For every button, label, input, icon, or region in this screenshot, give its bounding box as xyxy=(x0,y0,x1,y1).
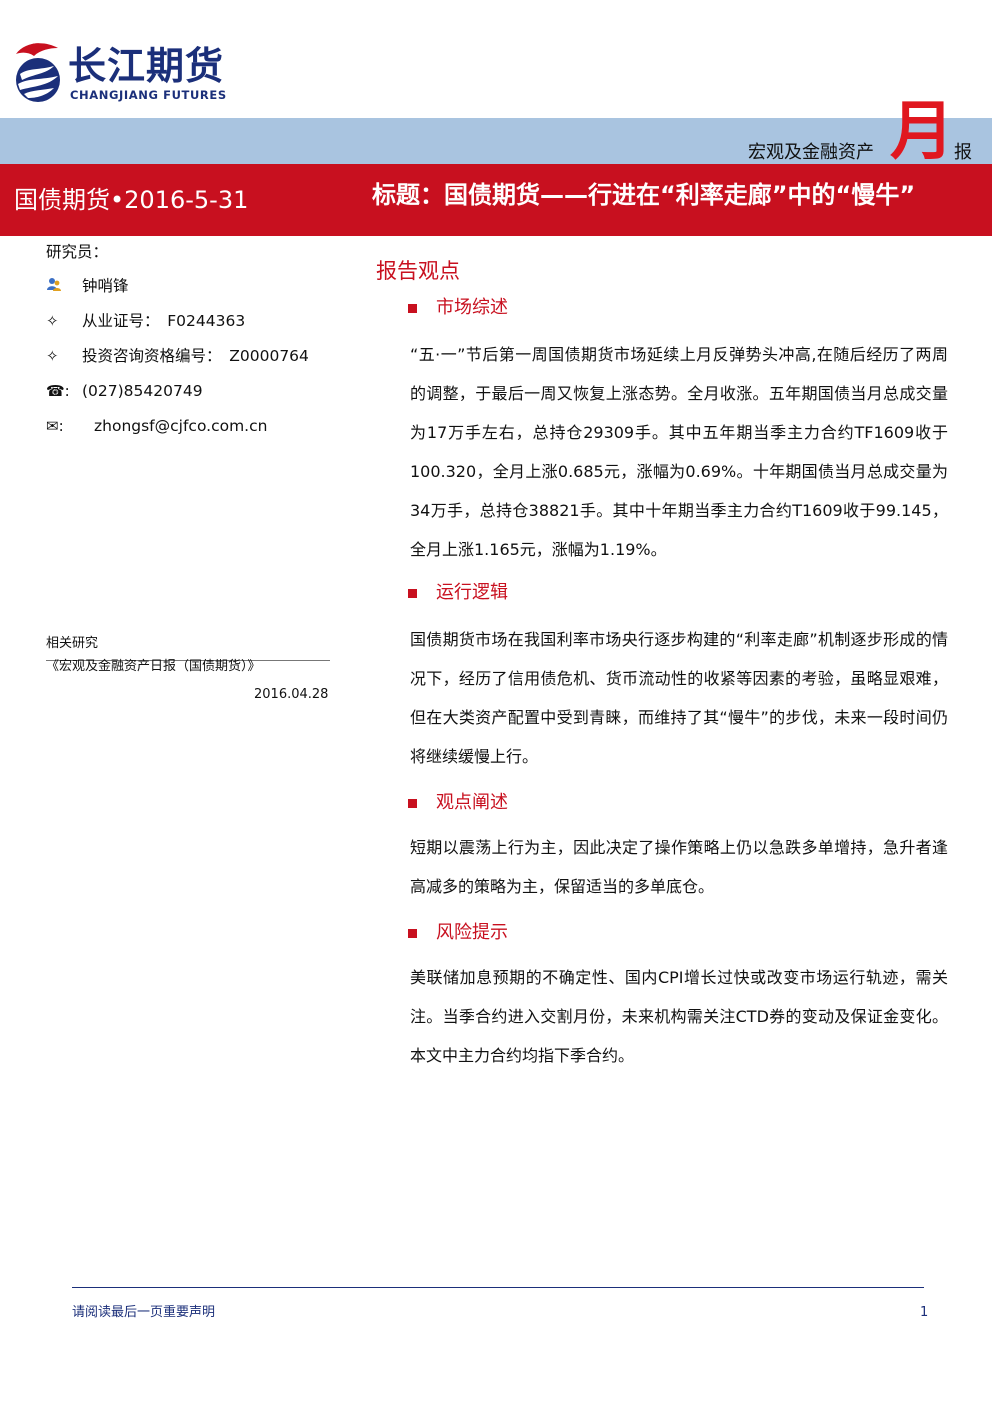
report-suffix: 报 xyxy=(954,142,972,163)
report-period: 月 xyxy=(890,95,954,169)
section-title-risk: 风险提示 xyxy=(436,922,508,943)
section-body-risk: 美联储加息预期的不确定性、国内CPI增长过快或改变市场运行轨迹，需关注。当季合约… xyxy=(410,968,948,1065)
researcher-email[interactable]: zhongsf@cjfco.com.cn xyxy=(94,417,268,435)
header-band-title xyxy=(0,164,992,236)
page-title: 标题：国债期货——行进在“利率走廊”中的“慢牛” xyxy=(372,181,916,209)
related-research-date: 2016.04.28 xyxy=(254,687,329,702)
researcher-label: 研究员： xyxy=(46,243,109,261)
related-research-label: 相关研究 xyxy=(46,636,99,651)
report-heading: 报告观点 xyxy=(376,259,460,283)
logo-icon xyxy=(10,40,66,104)
section-title-operating-logic: 运行逻辑 xyxy=(436,582,508,603)
researcher-name: 钟哨锋 xyxy=(82,277,129,295)
section-title-viewpoint: 观点阐述 xyxy=(436,792,508,813)
section-body-market-overview: “五·一”节后第一周国债期货市场延续上月反弹势头冲高,在随后经历了两周的调整，于… xyxy=(410,345,948,559)
section-bullet-icon xyxy=(408,799,417,808)
header-band-top xyxy=(0,118,992,164)
section-title-market-overview: 市场综述 xyxy=(436,297,508,318)
diamond-bullet-icon: ✧ xyxy=(46,312,59,330)
section-body-viewpoint: 短期以震荡上行为主，因此决定了操作策略上仍以急跌多单增持，急升者逢高减多的策略为… xyxy=(410,838,948,896)
section-bullet-icon xyxy=(408,304,417,313)
brand-name-cn: 长江期货 xyxy=(68,44,225,88)
related-research-title[interactable]: 《宏观及金融资产日报（国债期货）》 xyxy=(46,659,261,674)
section-bullet-icon xyxy=(408,589,417,598)
phone-icon: ☎: xyxy=(46,382,70,400)
related-research-divider xyxy=(46,660,330,661)
brand-name-en: CHANGJIANG FUTURES xyxy=(70,88,227,102)
researcher-advisory-id: 投资咨询资格编号： Z0000764 xyxy=(82,347,309,365)
page-number: 1 xyxy=(920,1305,929,1320)
section-body-operating-logic: 国债期货市场在我国利率市场央行逐步构建的“利率走廊”机制逐步形成的情况下，经历了… xyxy=(410,630,948,766)
email-icon: ✉: xyxy=(46,417,64,435)
section-bullet-icon xyxy=(408,929,417,938)
researcher-phone: (027)85420749 xyxy=(82,382,203,400)
researcher-license: 从业证号： F0244363 xyxy=(82,312,246,330)
person-icon xyxy=(46,276,62,297)
footer-divider xyxy=(72,1287,924,1288)
report-category: 宏观及金融资产 xyxy=(748,142,874,163)
report-subject-date: 国债期货•2016-5-31 xyxy=(14,186,249,214)
footer-notice[interactable]: 请阅读最后一页重要声明 xyxy=(72,1305,216,1320)
diamond-bullet-icon: ✧ xyxy=(46,347,59,365)
